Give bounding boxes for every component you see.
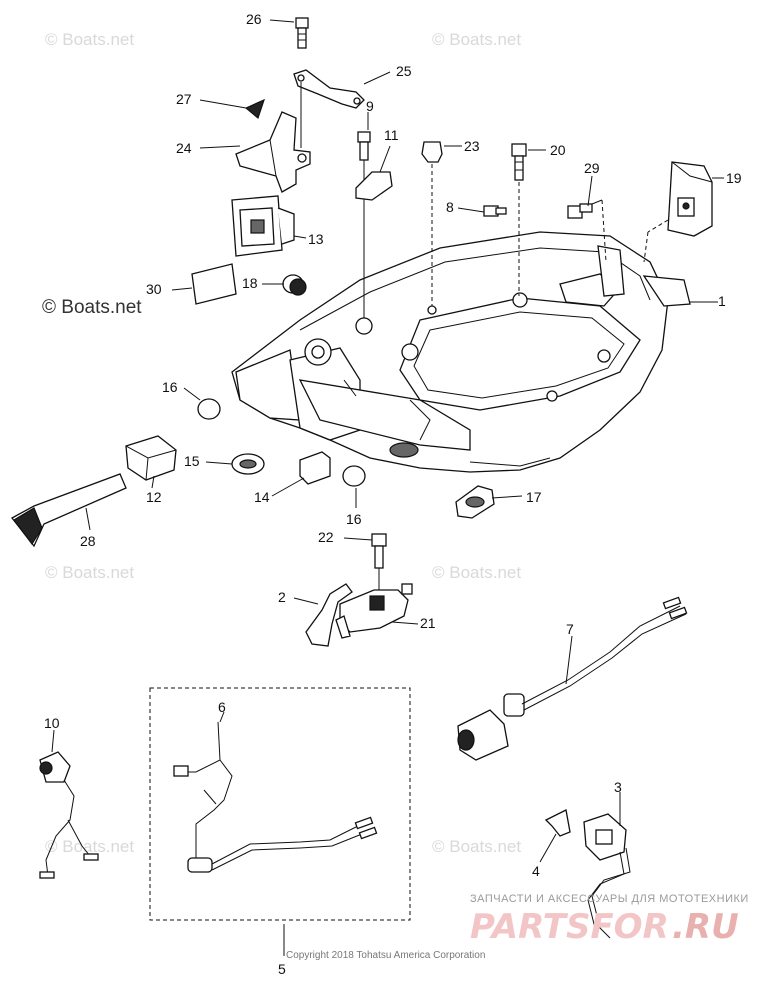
part-13-switch (231, 195, 295, 257)
part-14-clip (299, 451, 331, 485)
callout-5: 5 (278, 961, 286, 977)
part-1-bottom-cowl (231, 231, 691, 473)
part-2-lead (305, 583, 353, 647)
callout-15: 15 (184, 453, 200, 469)
callout-4: 4 (532, 863, 540, 879)
callout-27: 27 (176, 91, 192, 107)
watermark-3: © Boats.net (45, 563, 134, 582)
callout-29: 29 (584, 160, 600, 176)
part-17-grommet (455, 485, 495, 519)
brand-tagline: ЗАПЧАСТИ И АКСЕССУАРЫ ДЛЯ МОТОТЕХНИКИ (470, 893, 749, 905)
part-15-grommet (231, 453, 265, 475)
part-19-block (643, 161, 713, 263)
callout-labels: 1 2 3 4 5 6 7 8 9 10 11 12 13 14 15 16 1… (44, 11, 742, 977)
part-30-plate (191, 263, 237, 305)
callout-21: 21 (420, 615, 436, 631)
part-18-grommet (282, 274, 307, 296)
part-26-bolt (295, 17, 309, 49)
callout-16-lower: 16 (346, 511, 362, 527)
callout-18: 18 (242, 275, 258, 291)
callout-26: 26 (246, 11, 262, 27)
callout-20: 20 (550, 142, 566, 158)
watermark-6: © Boats.net (432, 837, 521, 856)
callout-13: 13 (308, 231, 324, 247)
callout-7: 7 (566, 621, 574, 637)
part-6-lanyard (173, 721, 378, 873)
callout-24: 24 (176, 140, 192, 156)
part-7-cable (457, 596, 688, 761)
callout-28: 28 (80, 533, 96, 549)
part-10-stop-switch (39, 751, 99, 879)
callout-16-upper: 16 (162, 379, 178, 395)
callout-19: 19 (726, 170, 742, 186)
part-3-switch (583, 813, 631, 939)
callout-14: 14 (254, 489, 270, 505)
callout-23: 23 (464, 138, 480, 154)
callout-11: 11 (384, 127, 399, 143)
part-16-grommet-lower (342, 465, 366, 487)
brand-name: PARTSFOR (470, 907, 669, 947)
callout-10: 10 (44, 715, 60, 731)
callout-3: 3 (614, 779, 622, 795)
part-5-kit-box (149, 687, 411, 921)
callout-2: 2 (278, 589, 286, 605)
watermark-2: © Boats.net (432, 30, 521, 49)
part-25-bracket (293, 69, 365, 148)
brand-suffix: .RU (672, 907, 739, 947)
part-11-clamp (355, 171, 393, 201)
callout-1: 1 (718, 293, 726, 309)
part-8-screw (483, 205, 507, 217)
copyright-text: Copyright 2018 Tohatsu America Corporati… (286, 950, 485, 961)
callout-9: 9 (366, 98, 374, 114)
leader-lines (51, 19, 724, 956)
watermark-large: © Boats.net (42, 297, 142, 318)
watermark-4: © Boats.net (432, 563, 521, 582)
part-28-stick (11, 473, 127, 548)
part-16-grommet-upper (197, 398, 221, 420)
part-20-bolt (511, 143, 527, 296)
callout-30: 30 (146, 281, 162, 297)
brand-watermark: ЗАПЧАСТИ И АКСЕССУАРЫ ДЛЯ МОТОТЕХНИКИ PA… (470, 893, 749, 947)
callout-8: 8 (446, 199, 454, 215)
callout-12: 12 (146, 489, 162, 505)
part-22-bolt (371, 533, 387, 594)
watermark-5: © Boats.net (45, 837, 134, 856)
part-21-switch (335, 583, 413, 639)
part-23-plug (421, 141, 443, 306)
part-12-holder (125, 435, 177, 481)
callout-22: 22 (318, 529, 334, 545)
callout-6: 6 (218, 699, 226, 715)
callout-25: 25 (396, 63, 412, 79)
watermark-1: © Boats.net (45, 30, 134, 49)
part-4-clip (544, 809, 571, 837)
part-29-bolt (567, 199, 607, 263)
watermarks: © Boats.net © Boats.net © Boats.net © Bo… (42, 30, 521, 856)
callout-17: 17 (526, 489, 542, 505)
part-24-bracket (235, 111, 311, 193)
part-27-clip (244, 98, 265, 120)
